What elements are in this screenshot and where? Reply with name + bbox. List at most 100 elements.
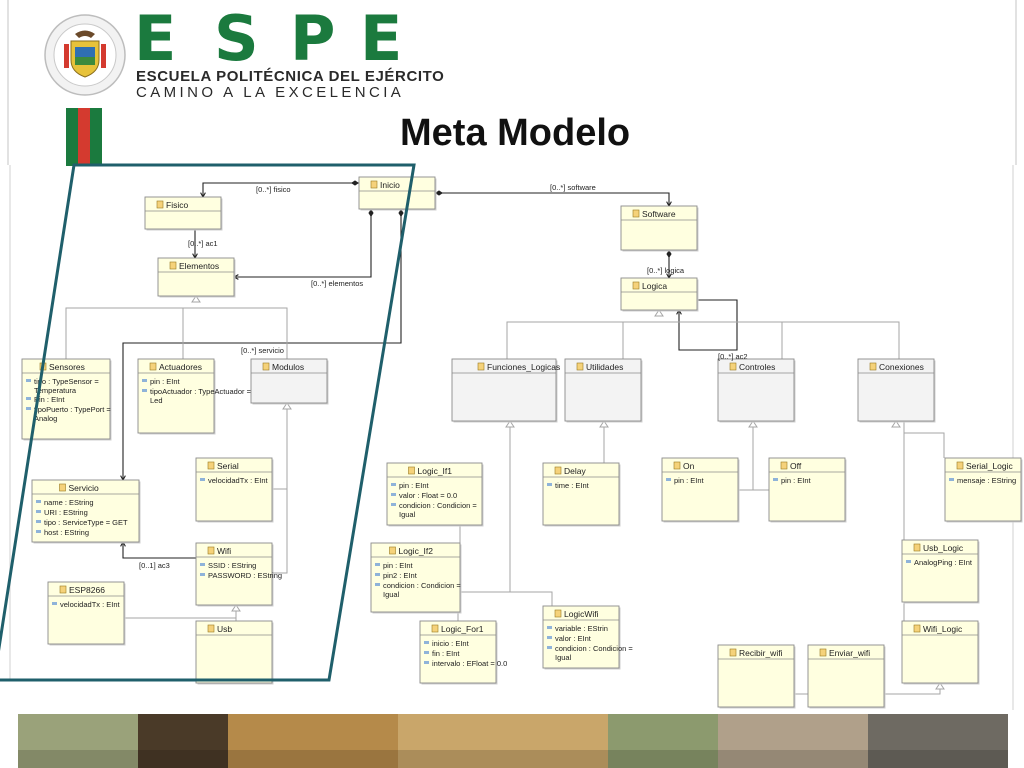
attribute-icon — [142, 379, 147, 382]
class-box — [386, 462, 483, 526]
class-attribute: pin : EInt — [399, 481, 430, 490]
class-name: Actuadores — [159, 362, 202, 372]
class-attribute: URI : EString — [44, 508, 88, 517]
class-name: Logic_For1 — [441, 624, 484, 634]
header-left-rule — [7, 0, 9, 165]
attribute-icon — [26, 397, 31, 400]
eclass-icon — [59, 585, 67, 594]
class-name: Recibir_wifi — [739, 648, 783, 658]
generalization-triangle-icon — [231, 604, 241, 612]
eclass-icon — [477, 362, 485, 371]
eclass-icon — [149, 362, 157, 371]
class-inicio[interactable]: Inicio — [358, 176, 437, 211]
attribute-icon — [375, 563, 380, 566]
class-utilidades[interactable]: Utilidades — [564, 358, 643, 423]
attribute-icon — [666, 478, 671, 481]
edge-label-elementos: [0..*] elementos — [311, 279, 363, 288]
brand-institution-name: ESCUELA POLITÉCNICA DEL EJÉRCITO — [136, 68, 445, 85]
class-recibir_wifi[interactable]: Recibir_wifi — [717, 644, 796, 709]
class-elementos[interactable]: Elementos — [157, 257, 236, 298]
class-attribute: AnalogPing : EInt — [914, 558, 973, 567]
class-name: Controles — [739, 362, 775, 372]
eclass-icon — [729, 362, 737, 371]
class-conexiones[interactable]: Conexiones — [857, 358, 936, 423]
class-controles[interactable]: Controles — [717, 358, 796, 423]
class-attribute: pin : EInt — [150, 377, 181, 386]
attribute-icon — [142, 389, 147, 392]
brand-letter: P — [290, 2, 336, 75]
class-box — [137, 358, 215, 434]
attribute-icon — [424, 661, 429, 664]
composition-diamond-icon — [435, 190, 443, 196]
class-name: Enviar_wifi — [829, 648, 870, 658]
edge-inherit-funciones-wifi — [510, 591, 553, 606]
class-attribute: SSID : EString — [208, 561, 256, 570]
eclass-icon — [262, 362, 270, 371]
edge-inherit-modulos-wifi — [272, 489, 288, 574]
class-name: Sensores — [49, 362, 85, 372]
edge-elementos — [234, 209, 372, 278]
attribute-icon — [375, 573, 380, 576]
slide-header: E S P E ESCUELA POLITÉCNICA DEL EJÉRCITO… — [0, 0, 1024, 166]
class-name: On — [683, 461, 695, 471]
class-wifi_logic[interactable]: Wifi_Logic — [901, 620, 980, 685]
class-funciones_logicas[interactable]: Funciones_Logicas — [451, 358, 560, 423]
class-box — [370, 542, 461, 613]
class-attribute: pin : EInt — [674, 476, 705, 485]
brand-letter: E — [134, 2, 177, 75]
class-on[interactable]: On pin : EInt — [661, 457, 740, 523]
class-usb[interactable]: Usb — [195, 620, 274, 685]
attribute-icon — [200, 478, 205, 481]
attribute-icon — [26, 379, 31, 382]
brand-letter: E — [360, 2, 403, 75]
class-name: Fisico — [166, 200, 188, 210]
attribute-icon — [36, 520, 41, 523]
edge-label-ac2: [0..*] ac2 — [718, 352, 748, 361]
edge-inherit-wifi — [124, 605, 237, 619]
attribute-icon — [200, 573, 205, 576]
campus-photo-strip — [18, 714, 1008, 768]
attribute-icon — [391, 493, 396, 496]
eclass-icon — [780, 461, 788, 470]
class-name: Software — [642, 209, 676, 219]
class-serial[interactable]: Serial velocidadTx : EInt — [195, 457, 274, 523]
class-enviar_wifi[interactable]: Enviar_wifi — [807, 644, 886, 709]
class-attribute: velocidadTx : EInt — [60, 600, 121, 609]
class-name: Serial_Logic — [966, 461, 1014, 471]
class-attribute: name : EString — [44, 498, 94, 507]
class-attribute: velocidadTx : EInt — [208, 476, 269, 485]
class-software[interactable]: Software — [620, 205, 699, 252]
class-fisico[interactable]: Fisico — [144, 196, 223, 231]
class-modulos[interactable]: Modulos — [250, 358, 329, 405]
class-attribute: condicion : Condicion =Igual — [399, 501, 477, 519]
eclass-icon — [576, 362, 584, 371]
brand-wordmark: E S P E — [134, 2, 404, 75]
class-attribute: pin2 : EInt — [383, 571, 418, 580]
edge-inherit-controles-onoff — [738, 421, 754, 491]
class-name: Inicio — [380, 180, 400, 190]
class-name: Serial — [217, 461, 239, 471]
eclass-icon — [207, 546, 215, 555]
class-name: Off — [790, 461, 802, 471]
edge-label-fisico: [0..*] fisico — [256, 185, 291, 194]
class-logica[interactable]: Logica — [620, 277, 699, 312]
class-attribute: valor : EInt — [555, 634, 592, 643]
class-attribute: condicion : Condicion =Igual — [555, 644, 633, 662]
attribute-icon — [391, 503, 396, 506]
class-name: Conexiones — [879, 362, 924, 372]
slide-title: Meta Modelo — [400, 112, 631, 154]
composition-diamond-icon — [368, 209, 374, 217]
